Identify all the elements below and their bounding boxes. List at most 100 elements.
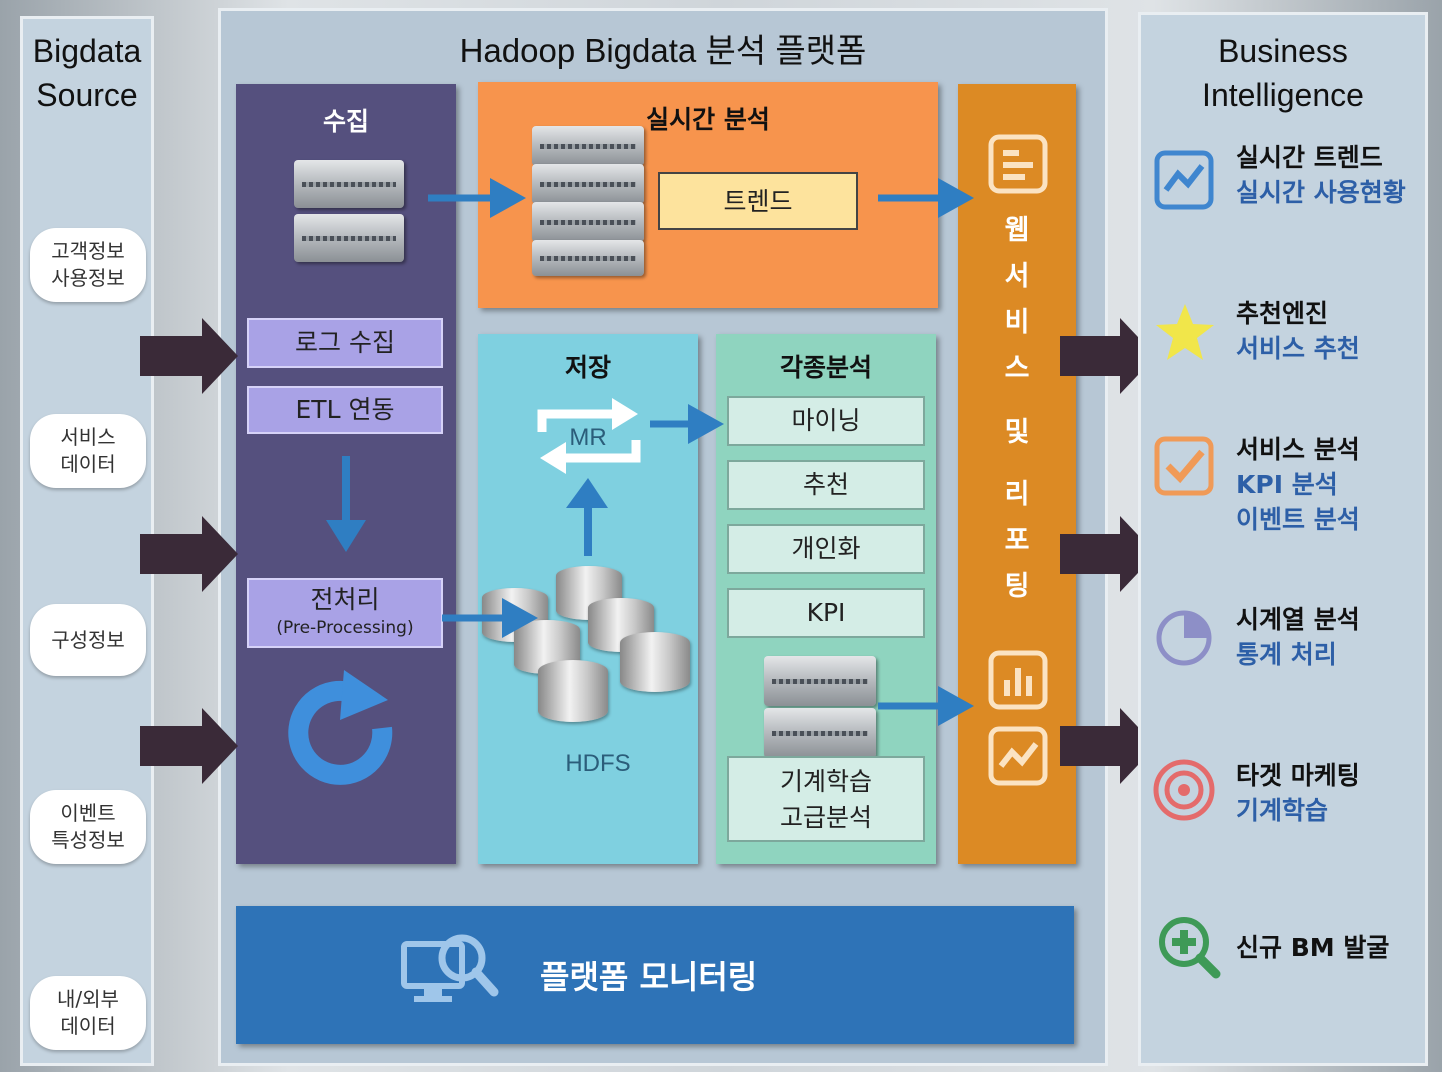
bi-item-sub: 실시간 사용현황 xyxy=(1236,178,1406,207)
bi-item-sub: 이벤트 분석 xyxy=(1236,505,1360,534)
preprocess-to-hdfs-arrowhead xyxy=(502,598,538,638)
platform-to-bi-arrow-3 xyxy=(1060,708,1156,784)
collect-title: 수집 xyxy=(322,107,369,136)
line-chart-icon xyxy=(1154,150,1214,210)
web-title-char: 웹 xyxy=(1004,215,1030,246)
bi-title-line1: Business xyxy=(1218,33,1348,69)
bi-item-title: 신규 BM 발굴 xyxy=(1236,933,1390,962)
checkbox-icon xyxy=(1154,436,1214,496)
bigdata-source-title-line2: Source xyxy=(36,77,138,113)
web-title-char: 포 xyxy=(1004,525,1030,556)
bi-item-sub: KPI 분석 xyxy=(1236,470,1338,499)
bi-item-new-bm: 신규 BM 발굴 xyxy=(1236,930,1426,965)
preprocess-en-label: (Pre-Processing) xyxy=(276,618,414,638)
bi-title: Business Intelligence xyxy=(1141,29,1425,117)
bi-item-title: 실시간 트렌드 xyxy=(1236,143,1383,172)
bi-item-timeseries: 시계열 분석 통계 처리 xyxy=(1236,602,1426,672)
source-item-service-data-line2: 데이터 xyxy=(60,452,116,476)
bigdata-source-title-line1: Bigdata xyxy=(32,33,142,69)
line-chart-icon xyxy=(988,726,1048,786)
pie-chart-icon xyxy=(1156,610,1212,666)
source-item-customer-info: 고객정보 사용정보 xyxy=(30,228,146,302)
source-item-service-data: 서비스 데이터 xyxy=(30,414,146,488)
preprocess-label: 전처리 xyxy=(310,585,380,614)
collect-server-icon xyxy=(294,160,404,208)
source-item-customer-info-line1: 고객정보 xyxy=(51,239,125,263)
bi-item-target-marketing: 타겟 마케팅 기계학습 xyxy=(1236,758,1426,828)
preprocess-box: 전처리 (Pre-Processing) xyxy=(247,578,443,648)
web-title-char: 서 xyxy=(1004,261,1030,292)
bi-item-realtime-trend: 실시간 트렌드 실시간 사용현황 xyxy=(1236,140,1426,210)
source-item-event-info-line1: 이벤트 xyxy=(60,801,116,825)
source-item-customer-info-line2: 사용정보 xyxy=(51,266,125,290)
source-item-external-data: 내/외부 데이터 xyxy=(30,976,146,1050)
bigdata-source-panel: Bigdata Source xyxy=(20,16,154,1066)
etl-box: ETL 연동 xyxy=(247,386,443,434)
mapreduce-cycle-icon xyxy=(537,398,641,474)
source-item-event-info-line2: 특성정보 xyxy=(51,828,125,852)
web-reporting-title: 웹 서 비 스 및 리 포 팅 xyxy=(958,208,1076,610)
bi-item-title: 타겟 마케팅 xyxy=(1236,761,1360,790)
ml-to-web-arrowhead xyxy=(938,686,974,726)
hdfs-disk-icon xyxy=(620,632,690,692)
collect-to-realtime-arrowhead xyxy=(490,178,526,218)
trend-to-web-arrowhead xyxy=(938,178,974,218)
ml-box: 기계학습 고급분석 xyxy=(727,756,925,842)
ml-label: 기계학습 xyxy=(779,767,872,796)
target-icon xyxy=(1153,759,1215,821)
business-intelligence-panel: Business Intelligence xyxy=(1138,12,1428,1066)
bi-item-title: 시계열 분석 xyxy=(1236,605,1360,634)
source-to-platform-arrow-3 xyxy=(140,708,238,784)
platform-to-bi-arrow-1 xyxy=(1060,318,1156,394)
source-item-external-data-line1: 내/외부 xyxy=(57,987,119,1011)
mining-box: 마이닝 xyxy=(727,396,925,446)
search-plus-icon xyxy=(1159,917,1221,979)
source-item-config-info-line1: 구성정보 xyxy=(51,627,125,652)
web-reporting-column xyxy=(958,84,1076,864)
hdfs-to-mr-arrow xyxy=(566,478,608,556)
personalization-box: 개인화 xyxy=(727,524,925,574)
web-title-char: 리 xyxy=(1004,479,1030,510)
log-collect-box: 로그 수집 xyxy=(247,318,443,368)
bi-item-sub: 통계 처리 xyxy=(1236,640,1337,669)
source-item-service-data-line1: 서비스 xyxy=(60,425,116,449)
bar-chart-icon xyxy=(988,650,1048,710)
bi-title-line2: Intelligence xyxy=(1202,77,1364,113)
realtime-server-icon xyxy=(532,126,644,166)
platform-to-bi-arrow-2 xyxy=(1060,516,1156,592)
advanced-analysis-label: 고급분석 xyxy=(779,803,872,832)
realtime-server-icon-3 xyxy=(532,202,644,242)
star-icon xyxy=(1156,304,1214,360)
ml-server-icon-2 xyxy=(764,708,876,758)
bi-item-title: 추천엔진 xyxy=(1236,299,1329,328)
kpi-box: KPI xyxy=(727,588,925,638)
bi-item-sub: 기계학습 xyxy=(1236,796,1329,825)
web-title-char: 및 xyxy=(1004,417,1030,448)
bi-item-service-analysis: 서비스 분석 KPI 분석 이벤트 분석 xyxy=(1236,432,1426,537)
realtime-analysis-title: 실시간 분석 xyxy=(646,105,770,134)
collect-server-icon-2 xyxy=(294,214,404,262)
hdfs-disk-icon xyxy=(538,660,608,722)
source-to-platform-arrow-2 xyxy=(140,516,238,592)
web-title-char: 팅 xyxy=(1004,571,1030,602)
collect-down-arrow xyxy=(326,456,366,552)
trend-box: 트렌드 xyxy=(658,172,858,230)
platform-title: Hadoop Bigdata 분석 플랫폼 xyxy=(459,32,867,69)
source-item-event-info: 이벤트 특성정보 xyxy=(30,790,146,864)
recommend-box: 추천 xyxy=(727,460,925,510)
bi-item-sub: 서비스 추천 xyxy=(1236,334,1360,363)
hdfs-label: HDFS xyxy=(565,750,631,777)
document-icon xyxy=(988,134,1048,194)
source-to-platform-arrow-1 xyxy=(140,318,238,394)
bi-item-title: 서비스 분석 xyxy=(1236,435,1360,464)
bigdata-source-title: Bigdata Source xyxy=(23,29,151,117)
web-title-char: 비 xyxy=(1004,307,1030,338)
realtime-server-icon-2 xyxy=(532,164,644,204)
platform-monitoring-label: 플랫폼 모니터링 xyxy=(540,958,758,996)
realtime-server-icon-4 xyxy=(532,240,644,276)
refresh-icon xyxy=(288,670,393,785)
ml-server-icon xyxy=(764,656,876,706)
bi-item-recommend: 추천엔진 서비스 추천 xyxy=(1236,296,1426,366)
source-item-config-info: 구성정보 xyxy=(30,604,146,676)
